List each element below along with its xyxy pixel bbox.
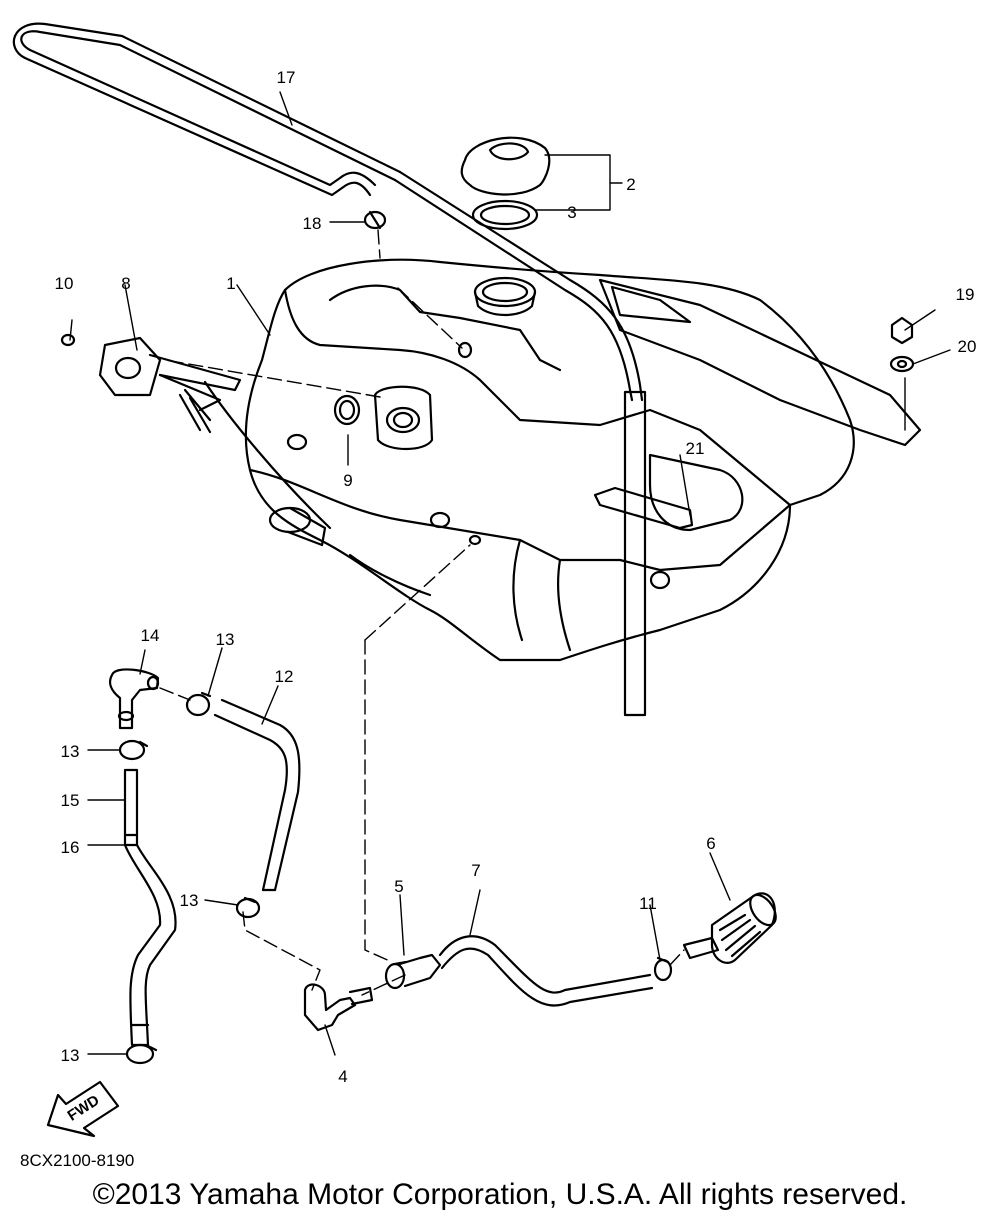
hose-12 (213, 698, 301, 892)
screw-10 (60, 333, 76, 347)
nut-19 (890, 316, 914, 345)
washer-20 (889, 355, 915, 373)
callout-21: 21 (686, 439, 705, 458)
breather-hose-17 (12, 22, 647, 717)
fuel-cap-2 (460, 136, 551, 196)
callout-3: 3 (567, 203, 576, 222)
callout-20: 20 (958, 337, 977, 356)
pump-cover-8 (98, 336, 332, 530)
callout-15: 15 (61, 791, 80, 810)
clamp-13-mid-left (118, 739, 149, 761)
callout-2: 2 (626, 175, 635, 194)
clamp-13-bottom (125, 1043, 158, 1065)
clamp-11 (653, 956, 673, 982)
fuel-hose-7 (438, 935, 654, 1007)
fuel-filter-6 (682, 892, 777, 964)
callout-8: 8 (121, 274, 130, 293)
elbow-fitting-14 (109, 668, 160, 730)
callout-7: 7 (471, 861, 480, 880)
copyright-notice: ©2013 Yamaha Motor Corporation, U.S.A. A… (92, 1178, 908, 1211)
bracket-21 (593, 486, 694, 530)
fuel-cock-5 (384, 953, 442, 990)
drain-hose-15 (123, 768, 177, 1047)
callout-11: 11 (639, 894, 657, 913)
clamp-13-top (185, 691, 212, 717)
callout-18: 18 (303, 214, 322, 233)
callout-1: 1 (226, 274, 235, 293)
callout-16: 16 (61, 838, 80, 857)
hose-clip-18 (363, 210, 387, 230)
callout-14: 14 (141, 626, 160, 645)
callout-17: 17 (277, 68, 296, 87)
callout-4: 4 (338, 1067, 347, 1086)
cap-gasket-3 (471, 199, 539, 231)
clamp-13-mid (235, 896, 261, 919)
callout-6: 6 (706, 834, 715, 853)
fuel-tank-1 (244, 258, 922, 662)
callout-12: 12 (275, 667, 294, 686)
grommet-9 (333, 394, 361, 426)
callout-19: 19 (956, 285, 975, 304)
callout-9: 9 (343, 471, 352, 490)
callout-13-top: 13 (216, 630, 235, 649)
callout-13-mid-left: 13 (61, 742, 80, 761)
forward-arrow-icon (46, 1080, 120, 1138)
callout-13-bottom: 13 (61, 1046, 80, 1065)
callout-10: 10 (55, 274, 74, 293)
callout-13-mid: 13 (180, 891, 199, 910)
callout-5: 5 (394, 877, 403, 896)
part-code: 8CX2100-8190 (20, 1151, 134, 1170)
elbow-fitting-4 (303, 983, 374, 1032)
